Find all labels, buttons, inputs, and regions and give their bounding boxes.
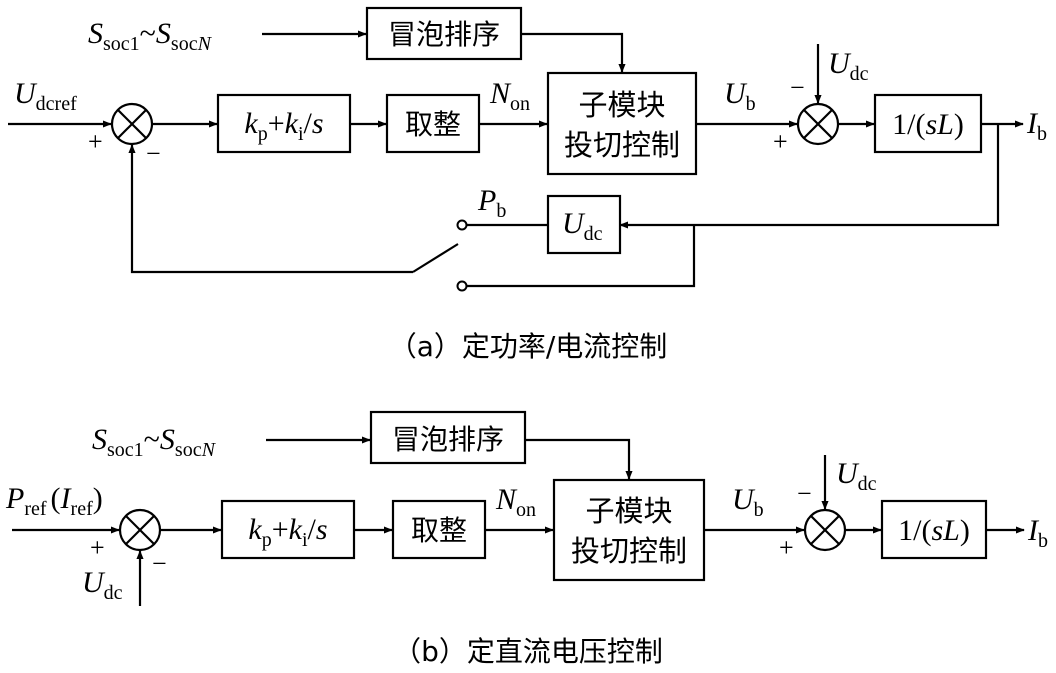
ub-label-b: Ub <box>732 483 764 521</box>
transfer-function-box-b <box>880 499 988 560</box>
rounding-label: 取整 <box>405 108 461 141</box>
output-ib-label-b: Ib <box>1027 514 1048 552</box>
udc-top-label-b: Udc <box>836 457 877 495</box>
submodule-label-line1-b: 子模块 <box>585 494 672 528</box>
input-udcref-label: Udcref <box>14 77 77 115</box>
pi-controller-label: kp+ki/s <box>244 107 323 145</box>
sum2-minus: − <box>790 73 805 102</box>
feedback-to-sum1-arrow <box>128 144 413 274</box>
submodule-label-line1: 子模块 <box>578 88 665 122</box>
summing-junction-2-b <box>803 508 847 552</box>
sum2-minus-b: − <box>797 479 812 508</box>
submodule-label-line2-b: 投切控制 <box>571 534 687 568</box>
submodule-switching-box <box>546 71 698 176</box>
sum2-plus-b: + <box>779 533 794 562</box>
caption-b: （b）定直流电压控制 <box>393 635 663 668</box>
switch-blade <box>412 243 459 273</box>
submodule-switching-box-b <box>552 478 706 582</box>
sum1-minus: − <box>146 139 161 168</box>
output-ib-label: Ib <box>1026 107 1047 145</box>
pi-controller-label-b: kp+ki/s <box>248 513 327 551</box>
bubble-sort-label-b: 冒泡排序 <box>392 423 504 456</box>
pb-label: Pb <box>477 184 506 222</box>
transfer-function-label: 1/(sL) <box>892 108 964 141</box>
sum1-plus: + <box>88 127 103 156</box>
input-pref-label: Pref(Iref) <box>5 482 103 520</box>
pi-controller-box <box>216 93 352 154</box>
summing-junction-1 <box>110 102 154 146</box>
soc-range-label: Ssoc1~SsocN <box>88 17 213 55</box>
non-label-b: Non <box>495 483 536 521</box>
summing-junction-2 <box>796 102 840 146</box>
submodule-label-line2: 投切控制 <box>564 128 680 162</box>
sort-to-submodule-arrow <box>521 32 626 73</box>
bubble-sort-label: 冒泡排序 <box>388 18 500 51</box>
pi-controller-box-b <box>220 499 356 560</box>
bubble-sort-box-b <box>369 410 527 465</box>
sum1-minus-b: − <box>152 549 167 578</box>
sum2-plus: + <box>773 127 788 156</box>
soc-range-label-b: Ssoc1~SsocN <box>92 423 217 461</box>
diagram-a: Ssoc1~SsocN 冒泡排序 Udcref + − kp+ki/s 取整 <box>8 6 1047 363</box>
rounding-box <box>385 93 481 154</box>
summing-junction-1-b <box>118 508 162 552</box>
non-label: Non <box>489 77 530 115</box>
bypass-line <box>467 225 696 288</box>
rounding-box-b <box>391 499 487 560</box>
sort-to-submodule-arrow-b <box>525 438 633 480</box>
switch-contact-bottom <box>456 280 468 292</box>
udc-top-label: Udc <box>828 47 869 85</box>
diagram-b: Ssoc1~SsocN 冒泡排序 Pref(Iref) + − Udc kp+k… <box>5 410 1048 668</box>
udc-input-label-b: Udc <box>82 566 123 604</box>
output-feedback-line <box>619 124 1000 229</box>
udc-feedback-label: Udc <box>562 207 603 245</box>
ub-label: Ub <box>724 77 756 115</box>
sum1-plus-b: + <box>90 533 105 562</box>
rounding-label-b: 取整 <box>411 514 467 547</box>
caption-a: （a）定功率/电流控制 <box>389 330 668 363</box>
transfer-function-label-b: 1/(sL) <box>898 514 970 547</box>
switch-contact-top <box>456 219 468 231</box>
